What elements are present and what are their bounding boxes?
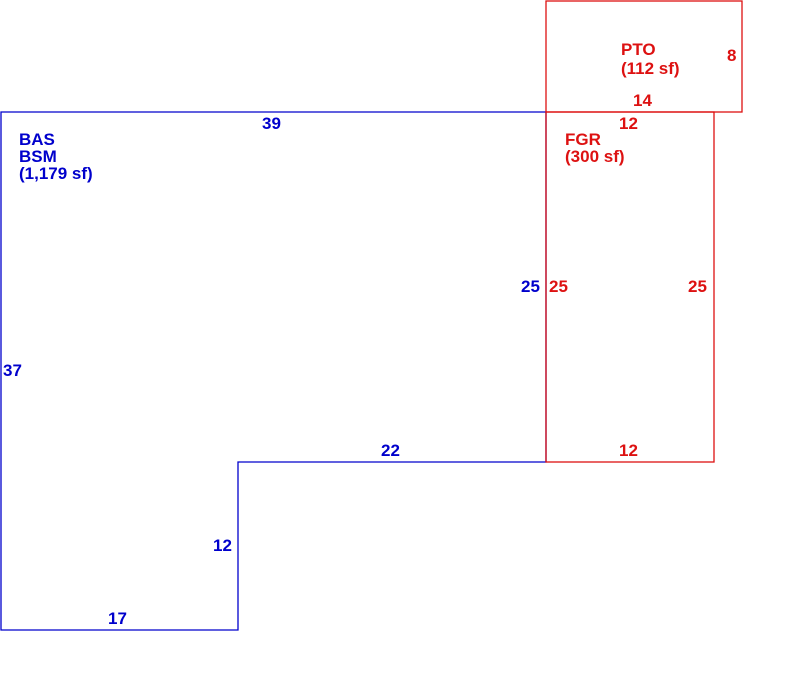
main-area-code-bas: BAS xyxy=(19,130,55,149)
garage-dim-bottom: 12 xyxy=(619,441,638,460)
main-dim-step-vertical: 12 xyxy=(213,536,232,555)
patio-dim-bottom: 14 xyxy=(633,91,652,110)
garage-dim-right: 25 xyxy=(688,277,707,296)
garage-dim-top: 12 xyxy=(619,114,638,133)
patio-dim-right: 8 xyxy=(727,46,737,65)
main-dim-right: 25 xyxy=(521,277,540,296)
patio-outline xyxy=(545,0,743,113)
main-area-size: (1,179 sf) xyxy=(19,164,93,183)
main-dim-left: 37 xyxy=(3,361,22,380)
patio-size: (112 sf) xyxy=(621,59,680,78)
main-area-code-bsm: BSM xyxy=(19,147,57,166)
main-dim-top: 39 xyxy=(262,114,281,133)
main-dim-bottom: 17 xyxy=(108,609,127,628)
patio-code: PTO xyxy=(621,40,656,59)
garage-size: (300 sf) xyxy=(565,147,625,166)
main-dim-step-horizontal: 22 xyxy=(381,441,400,460)
garage-code: FGR xyxy=(565,130,601,149)
garage-dim-left: 25 xyxy=(549,277,568,296)
main-area-outline xyxy=(0,111,547,631)
